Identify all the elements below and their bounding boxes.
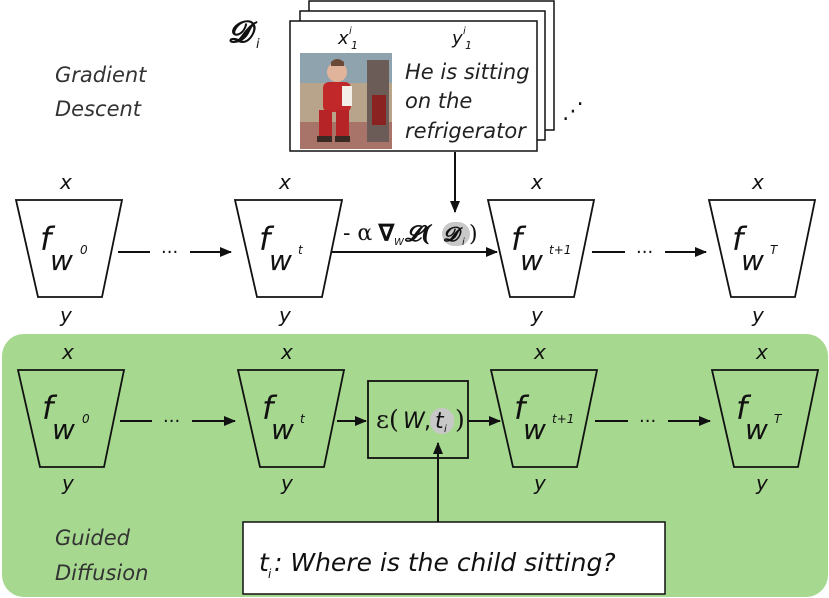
network-top-wt1: x f w t+1 y — [486, 170, 596, 327]
dataset-symbol: 𝓓 — [228, 15, 258, 50]
svg-text:i: i — [444, 424, 447, 435]
network-top-wt: x f w t y — [233, 170, 344, 327]
network-top-w0: x f w 0 y — [14, 170, 124, 327]
guided-diffusion-caption-1: Guided — [55, 526, 131, 550]
svg-text:i: i — [462, 237, 465, 248]
svg-text:T: T — [774, 412, 783, 426]
network-bottom-wt: x f w t y — [236, 340, 346, 495]
prompt-text: : Where is the child sitting? — [274, 548, 616, 577]
card-text-line-1: He is sitting — [405, 60, 530, 84]
svg-text:t: t — [300, 412, 306, 426]
network-top-wT: x f w T y — [707, 170, 817, 327]
svg-text:w: w — [741, 244, 764, 277]
ellipsis-bottom-2: ··· — [639, 411, 656, 432]
svg-text:w: w — [269, 244, 292, 277]
svg-text:0: 0 — [80, 243, 88, 257]
gradient-descent-caption-2: Descent — [55, 97, 142, 121]
card-y-label: y — [451, 28, 463, 49]
svg-text:w: w — [745, 413, 768, 446]
gradient-descent-caption-1: Gradient — [55, 63, 147, 87]
svg-text:t+1: t+1 — [552, 412, 574, 426]
text-prompt-box — [242, 521, 666, 595]
more-cards-dots: ⋰ — [562, 99, 584, 124]
svg-text:x: x — [530, 170, 543, 194]
svg-text:y: y — [755, 471, 769, 495]
svg-text:W: W — [403, 409, 426, 434]
ellipsis-top-2: ··· — [636, 242, 653, 263]
svg-text:w: w — [520, 244, 543, 277]
svg-text:t: t — [435, 409, 445, 434]
svg-text:x: x — [278, 170, 291, 194]
card-text-line-2: on the — [405, 89, 472, 113]
svg-text:y: y — [533, 471, 547, 495]
svg-text:- α: - α — [343, 221, 372, 246]
svg-text:w: w — [50, 244, 73, 277]
card-text-line-3: refrigerator — [405, 119, 527, 143]
svg-text:t+1: t+1 — [549, 243, 571, 257]
svg-text:0: 0 — [82, 412, 90, 426]
net-top-w0-output: y — [59, 303, 73, 327]
card-y-sub: 1 — [465, 39, 472, 52]
prompt-t: t — [259, 548, 270, 577]
svg-text:𝓛(: 𝓛( — [404, 221, 433, 247]
svg-text:x: x — [61, 340, 74, 364]
svg-text:w: w — [271, 413, 294, 446]
child-photo-image — [300, 53, 392, 149]
network-bottom-wt1: x f w t+1 y — [489, 340, 599, 495]
svg-text:t: t — [298, 243, 304, 257]
svg-text:x: x — [751, 170, 764, 194]
svg-text:𝓓: 𝓓 — [443, 222, 463, 246]
svg-text:w: w — [52, 413, 75, 446]
svg-text:y: y — [530, 303, 544, 327]
svg-text:x: x — [755, 340, 768, 364]
card-y-sup: i — [463, 26, 466, 37]
svg-text:∇: ∇ — [378, 219, 395, 247]
svg-text:): ) — [455, 405, 465, 434]
svg-text:y: y — [280, 471, 294, 495]
svg-text:x: x — [533, 340, 546, 364]
svg-text:y: y — [751, 303, 765, 327]
svg-text:y: y — [61, 471, 75, 495]
card-x-label: x — [337, 28, 349, 49]
svg-text:w: w — [523, 413, 546, 446]
card-x-sub: 1 — [351, 39, 358, 52]
svg-text:W: W — [394, 237, 405, 248]
network-bottom-w0: x f w 0 y — [16, 340, 126, 495]
svg-text:y: y — [278, 303, 292, 327]
prompt-t-sub: i — [268, 567, 272, 581]
svg-text:T: T — [770, 243, 779, 257]
ellipsis-top-1: ··· — [161, 242, 178, 263]
network-bottom-wT: x f w T y — [710, 340, 820, 495]
ellipsis-bottom-1: ··· — [163, 411, 180, 432]
dataset-subscript: i — [256, 37, 260, 52]
svg-text:ε(: ε( — [376, 405, 399, 434]
svg-text:): ) — [469, 222, 478, 247]
net-top-w0-input: x — [59, 170, 72, 194]
card-x-sup: i — [349, 26, 352, 37]
svg-text:,: , — [424, 409, 431, 434]
diffusion-step-box: ε( W , t i ) — [367, 380, 469, 459]
svg-text:x: x — [280, 340, 293, 364]
gradient-update-label: - α ∇ W 𝓛( 𝓓 i ) — [343, 219, 478, 248]
guided-diffusion-caption-2: Diffusion — [55, 561, 148, 585]
